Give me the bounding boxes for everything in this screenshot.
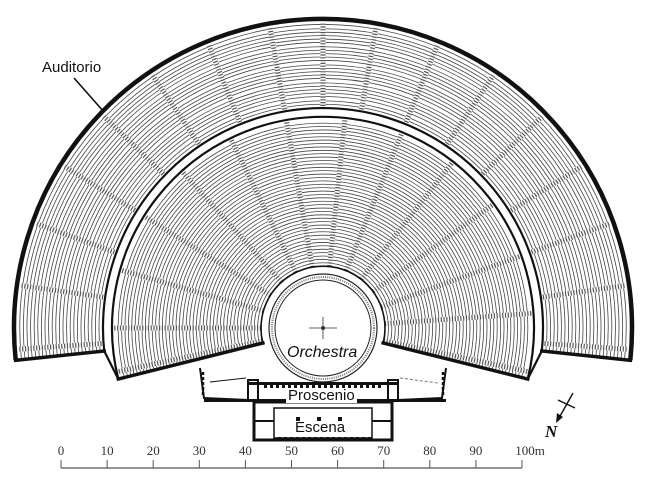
scale-tick-label: 80 xyxy=(423,443,437,458)
seating-rows xyxy=(17,22,629,378)
orchestra-label: Orchestra xyxy=(287,344,358,361)
scale-tick-label: 10 xyxy=(100,443,114,458)
scale-tick-label: 100m xyxy=(515,443,545,458)
scale-tick-label: 50 xyxy=(285,443,298,458)
scale-tick-label: 90 xyxy=(469,443,483,458)
theatre-structure xyxy=(11,16,635,383)
scale-tick-label: 30 xyxy=(192,443,206,458)
auditorium-leader-line xyxy=(73,77,105,113)
scale-tick-label: 40 xyxy=(238,443,252,458)
stage-building xyxy=(199,367,447,442)
scale-tick-label: 20 xyxy=(146,443,160,458)
auditorium-label: Auditorio xyxy=(42,59,102,76)
scale-tick-label: 70 xyxy=(377,443,391,458)
scale-tick-label: 60 xyxy=(331,443,345,458)
stage-label: Escena xyxy=(295,419,346,436)
scale-bar xyxy=(60,460,523,469)
north-label: N xyxy=(545,422,558,441)
proscenium-label: Proscenio xyxy=(286,387,357,404)
north-arrow-icon xyxy=(556,392,576,423)
scale-tick-label: 0 xyxy=(57,443,65,458)
